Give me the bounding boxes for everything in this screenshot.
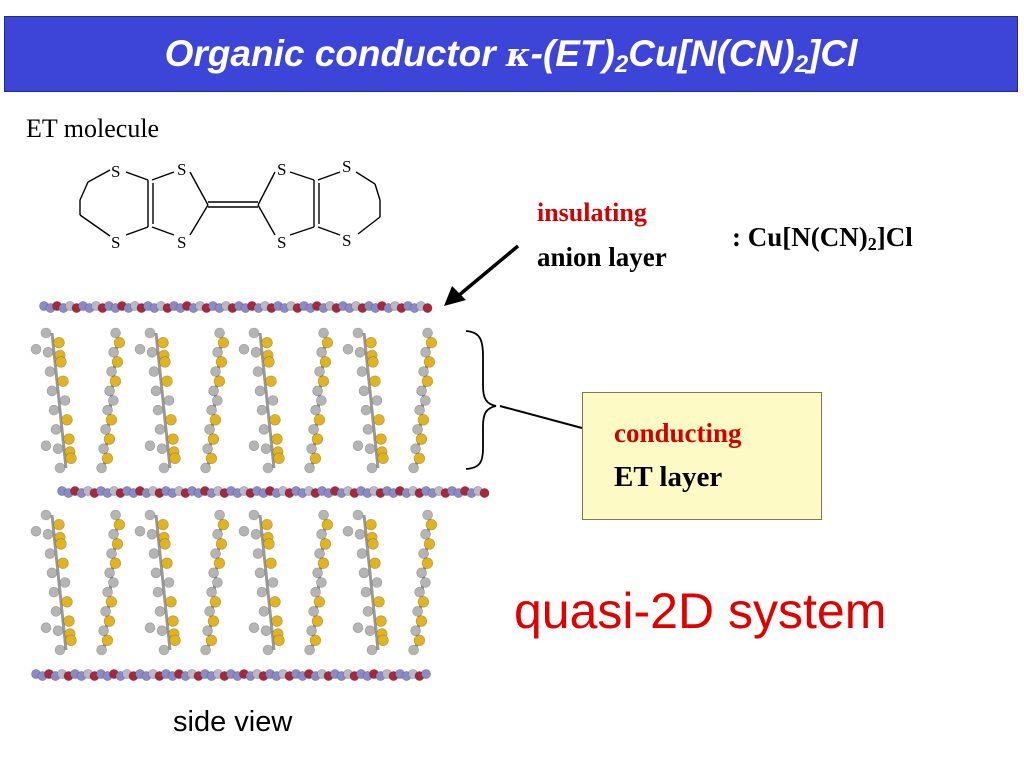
- side-view-label: side view: [173, 706, 293, 738]
- et-molecule-stack: [96, 327, 126, 474]
- et-layer-label: ET layer: [614, 461, 723, 493]
- conducting-layer-box: [582, 392, 822, 520]
- et-molecule-stack: [134, 327, 181, 474]
- title-part2: Cu[N(CN): [628, 33, 795, 74]
- et-molecule-stack: [408, 327, 438, 474]
- sulfur-label: S: [177, 160, 186, 179]
- formula-prefix: : Cu[N(CN): [732, 222, 868, 252]
- et-molecule-label: ET molecule: [26, 114, 160, 143]
- crystal-structure-side-view: [30, 301, 490, 681]
- sulfur-label: S: [342, 231, 351, 250]
- sulfur-label: S: [111, 162, 120, 181]
- title-bar: Organic conductor κ-(ET)2Cu[N(CN)2]Cl: [4, 16, 1018, 92]
- formula-sub: 2: [867, 234, 877, 254]
- et-molecule-stack: [408, 509, 438, 656]
- slide-title: Organic conductor κ-(ET)2Cu[N(CN)2]Cl: [164, 33, 858, 78]
- et-molecule-stack: [238, 327, 285, 474]
- et-molecule-stack: [238, 509, 285, 656]
- anion-layer-arrow: [444, 244, 520, 306]
- et-molecule-stack: [200, 327, 230, 474]
- et-molecule-stack: [30, 509, 77, 656]
- sulfur-label: S: [111, 233, 120, 252]
- et-molecule-stack: [342, 509, 389, 656]
- et-molecule-stack: [96, 509, 126, 656]
- brace-connector-line: [499, 405, 583, 429]
- quasi-2d-label: quasi-2D system: [514, 583, 887, 639]
- insulating-label: insulating: [537, 198, 647, 227]
- title-part3: ]Cl: [808, 33, 858, 74]
- anion-chain: [31, 669, 431, 681]
- et-layers: [30, 327, 438, 656]
- sulfur-label: S: [342, 157, 351, 176]
- title-sub1: 2: [614, 51, 629, 78]
- sulfur-labels: S S S S S S S S: [111, 157, 351, 252]
- title-sub2: 2: [794, 51, 809, 78]
- anion-layer-label: anion layer: [537, 242, 667, 272]
- et-molecule-structure: S S S S S S S S: [79, 157, 381, 252]
- title-part1: -(ET): [530, 33, 615, 74]
- sulfur-label: S: [177, 233, 186, 252]
- anion-layers: [31, 301, 490, 681]
- anion-formula: : Cu[N(CN)2]Cl: [732, 222, 913, 253]
- et-molecule-stack: [304, 509, 334, 656]
- et-molecule-stack: [200, 509, 230, 656]
- formula-suffix: ]Cl: [876, 222, 913, 252]
- sulfur-label: S: [277, 160, 286, 179]
- et-molecule-stack: [134, 509, 181, 656]
- et-molecule-stack: [342, 327, 389, 474]
- anion-chain: [39, 301, 433, 313]
- et-molecule-stack: [30, 327, 77, 474]
- et-molecule-stack: [304, 327, 334, 474]
- anion-chain: [57, 486, 490, 498]
- title-kappa: κ: [505, 35, 531, 74]
- conducting-label: conducting: [614, 418, 742, 448]
- et-molecule-bonds: [79, 169, 381, 237]
- sulfur-label: S: [277, 233, 286, 252]
- et-layer-brace: [465, 330, 497, 470]
- title-prefix: Organic conductor: [164, 33, 506, 74]
